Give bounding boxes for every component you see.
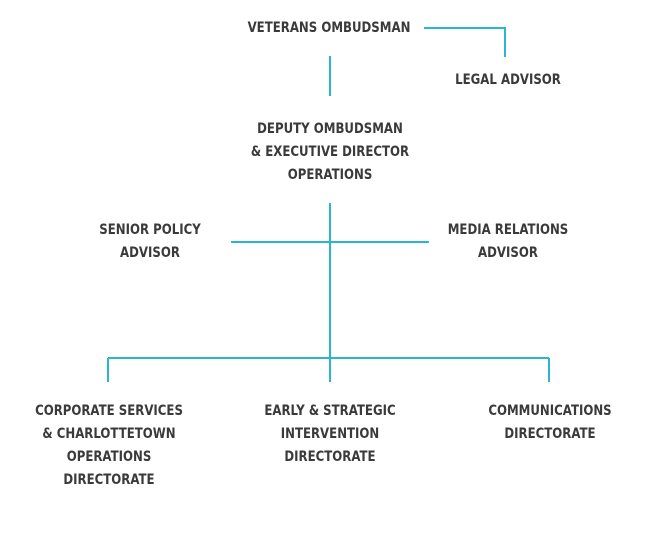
connector-ombudsman-to-legal [424,27,506,57]
early-strategic-intervention-box: EARLY & STRATEGIC INTERVENTION DIRECTORA… [264,403,396,465]
legal-advisor-box: LEGAL ADVISOR [455,72,561,88]
veterans-ombudsman-box: VETERANS OMBUDSMAN [247,20,411,36]
corporate-services-box: CORPORATE SERVICES & CHARLOTTETOWN OPERA… [35,403,183,488]
media-relations-advisor-box: MEDIA RELATIONS ADVISOR [447,222,569,261]
deputy-ombudsman-box: DEPUTY OMBUDSMAN & EXECUTIVE DIRECTOR OP… [250,121,410,183]
senior-policy-advisor-box: SENIOR POLICY ADVISOR [99,222,201,261]
communications-box: COMMUNICATIONS DIRECTORATE [488,403,612,442]
